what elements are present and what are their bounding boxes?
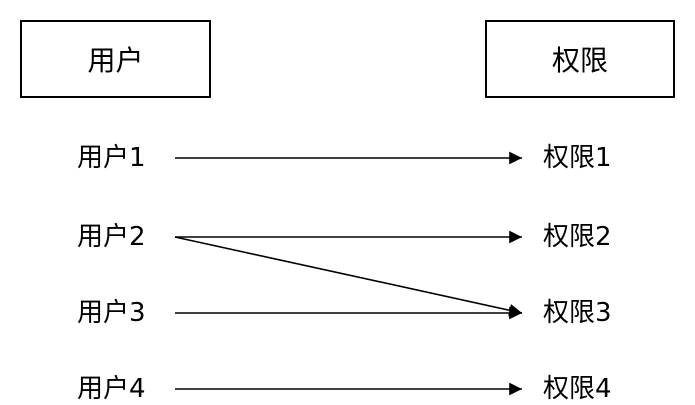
user-node-4: 用户4 [77, 374, 146, 404]
permissions-header-label: 权限 [551, 44, 608, 77]
users-header-label: 用户 [87, 44, 144, 77]
arrow-user2-to-permission3 [174, 236, 523, 317]
permission-node-3: 权限3 [543, 298, 612, 328]
user-node-3: 用户3 [77, 298, 146, 328]
permissions-header-box: 权限 [485, 20, 675, 98]
users-header-box: 用户 [20, 20, 211, 98]
permission-node-4: 权限4 [543, 374, 612, 404]
permission-node-2: 权限2 [543, 222, 612, 252]
user-node-2: 用户2 [77, 222, 146, 252]
user-node-1: 用户1 [77, 143, 146, 173]
permission-node-1: 权限1 [543, 143, 612, 173]
